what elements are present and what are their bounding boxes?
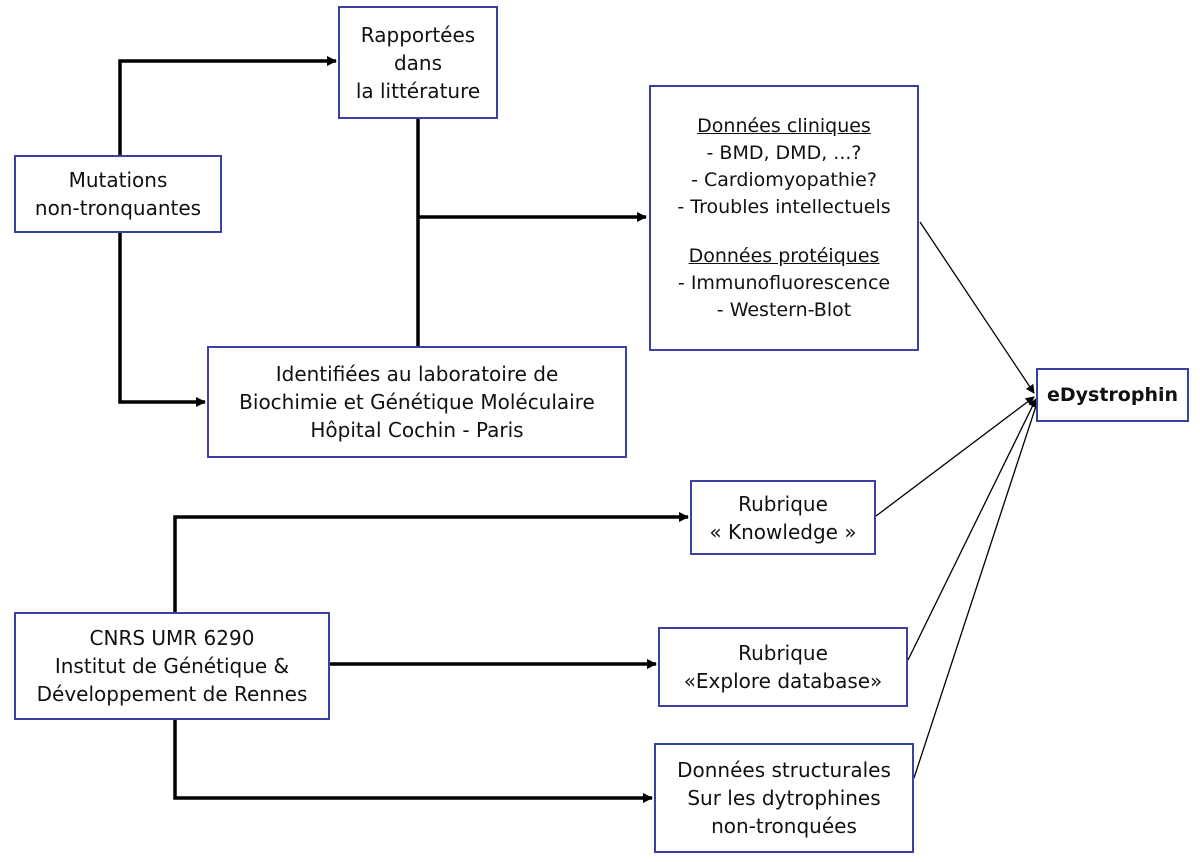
node-litterature-line-1: Rapportées	[360, 22, 476, 47]
donnees-proteiques-item-1: - Immunofluorescence	[677, 271, 891, 294]
node-mutations-line-1: Mutations	[68, 168, 168, 192]
donnees-proteiques-item-2: - Western-Blot	[716, 298, 852, 321]
node-knowledge: Rubrique « Knowledge »	[690, 480, 876, 555]
node-cnrs-line-3: Développement de Rennes	[36, 682, 308, 706]
arrow-cnrs-to-structurales	[173, 720, 653, 803]
node-structurales-line-1: Données structurales	[677, 758, 891, 782]
node-explore-line-1: Rubrique	[738, 641, 828, 665]
node-structurales: Données structurales Sur les dytrophines…	[654, 743, 914, 853]
node-cnrs-line-2: Institut de Génétique &	[54, 654, 290, 678]
node-cnrs-line-1: CNRS UMR 6290	[89, 626, 255, 650]
node-structurales-line-2: Sur les dytrophines	[687, 786, 881, 810]
node-litterature-line-3: la littérature	[355, 78, 481, 103]
donnees-cliniques-item-2: - Cardiomyopathie?	[691, 168, 877, 191]
arrow-mutations-to-labo	[118, 232, 206, 407]
node-labo-line-3: Hôpital Cochin - Paris	[310, 418, 524, 442]
donnees-cliniques-item-1: - BMD, DMD, ...?	[706, 141, 862, 164]
arrow-structurales-to-edystrophin	[913, 399, 1040, 779]
arrow-knowledge-to-edystrophin	[875, 396, 1035, 517]
node-explore-line-2: «Explore database»	[683, 669, 883, 693]
donnees-proteiques-title: Données protéiques	[688, 244, 880, 267]
arrow-donnees-to-edystrophin	[919, 221, 1035, 394]
node-donnees: Données cliniques - BMD, DMD, ...? - Car…	[649, 85, 919, 351]
donnees-cliniques-title: Données cliniques	[697, 114, 871, 137]
node-explore: Rubrique «Explore database»	[658, 627, 908, 707]
donnees-cliniques-item-3: - Troubles intellectuels	[677, 195, 891, 218]
node-labo-line-2: Biochimie et Génétique Moléculaire	[239, 390, 595, 414]
node-mutations-line-2: non-tronquantes	[34, 196, 202, 220]
node-litterature-line-2: dans	[393, 50, 443, 75]
node-labo: Identifiées au laboratoire de Biochimie …	[207, 346, 627, 458]
node-cnrs: CNRS UMR 6290 Institut de Génétique & Dé…	[14, 612, 330, 720]
node-mutations: Mutations non-tronquantes	[14, 155, 222, 233]
node-labo-line-1: Identifiées au laboratoire de	[275, 362, 559, 386]
node-edystrophin-label: eDystrophin	[1046, 384, 1179, 406]
node-knowledge-line-2: « Knowledge »	[709, 519, 857, 544]
node-litterature: Rapportées dans la littérature	[338, 6, 498, 119]
arrow-mutations-to-litterature	[118, 56, 337, 155]
arrow-explore-to-edystrophin	[907, 398, 1037, 661]
node-knowledge-line-1: Rubrique	[738, 491, 828, 516]
arrow-cnrs-to-knowledge	[173, 512, 689, 612]
node-structurales-line-3: non-tronquées	[711, 814, 857, 838]
node-edystrophin: eDystrophin	[1036, 368, 1189, 422]
